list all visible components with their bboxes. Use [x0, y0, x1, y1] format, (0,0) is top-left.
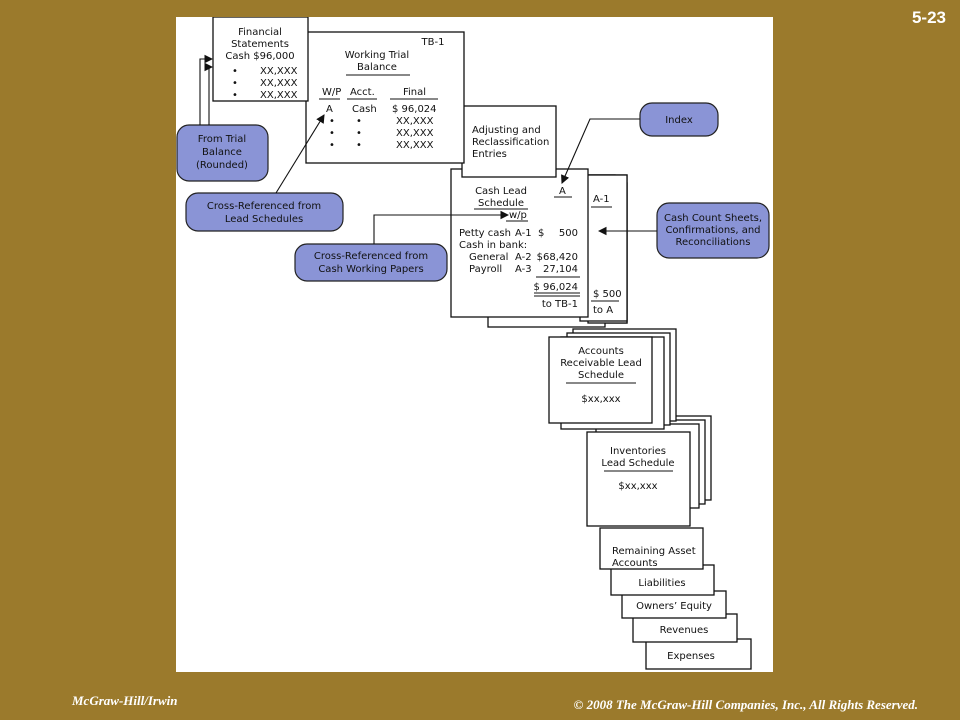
wtb-ref: TB-1 [421, 37, 445, 48]
wtb-col-final: Final [403, 87, 426, 98]
expenses-label: Expenses [667, 651, 715, 662]
general-amount: $68,420 [537, 252, 578, 263]
callout-cash-count-line2: Confirmations, and [665, 225, 760, 236]
callout-from-trial-line1: From Trial [198, 134, 246, 145]
callout-cross-ref-lead: Cross-Referenced from Lead Schedules [185, 192, 344, 232]
wtb-bullet: • [356, 116, 362, 127]
inventories-stack: Inventories Lead Schedule $xx,xxx [586, 415, 712, 527]
wtb-bullet: • [356, 128, 362, 139]
adjusting-entries-sheet: Adjusting and Reclassification Entries [461, 105, 557, 178]
petty-cash-label: Petty cash [459, 228, 511, 239]
callout-from-trial-line2: Balance [202, 147, 242, 158]
arrow-lead-to-wtb [275, 114, 325, 194]
wtb-bullet: • [329, 140, 335, 151]
owners-equity-label: Owners’ Equity [636, 601, 712, 612]
a1-ref: A-1 [593, 194, 610, 205]
fs-bullet: • [232, 66, 238, 77]
remaining-assets-line2: Accounts [612, 558, 658, 569]
footer-copyright: © 2008 The McGraw-Hill Companies, Inc., … [573, 697, 918, 712]
wtb-col-wp: W/P [322, 87, 341, 98]
callout-from-trial-line3: (Rounded) [196, 160, 248, 171]
general-label: General [469, 252, 508, 263]
inventories-line1: Inventories [610, 446, 666, 457]
petty-cash-amount: 500 [559, 228, 578, 239]
diagram-panel: Expenses Revenues Owners’ Equity Liabili… [176, 17, 773, 672]
cash-lead-total: $ 96,024 [533, 282, 578, 293]
liabilities-label: Liabilities [638, 578, 685, 589]
payroll-ref: A-3 [515, 264, 532, 275]
remaining-assets-sheet: Remaining Asset Accounts [599, 527, 704, 570]
adjusting-line1: Adjusting and [472, 125, 541, 136]
fs-bullet: • [232, 90, 238, 101]
adjusting-line3: Entries [472, 149, 507, 160]
arrow-trial-to-fs [199, 54, 214, 125]
wtb-bullet: • [356, 140, 362, 151]
cash-lead-title2: Schedule [478, 198, 524, 209]
general-ref: A-2 [515, 252, 532, 263]
payroll-amount: 27,104 [543, 264, 578, 275]
callout-cross-cash-line1: Cross-Referenced from [314, 251, 428, 262]
payroll-label: Payroll [469, 264, 502, 275]
wtb-row1-acct: Cash [352, 104, 377, 115]
petty-cash-currency: $ [538, 228, 544, 239]
a1-amount: $ 500 [593, 289, 622, 300]
fs-row2: XX,XXX [260, 78, 298, 89]
remaining-assets-line1: Remaining Asset [612, 546, 696, 557]
inventories-amount: $xx,xxx [618, 481, 657, 492]
cash-lead-to-ref: to TB-1 [542, 299, 578, 310]
expenses-sheet: Expenses [645, 638, 752, 670]
fs-row1: XX,XXX [260, 66, 298, 77]
slide-number: 5-23 [911, 8, 946, 27]
petty-cash-ref: A-1 [515, 228, 532, 239]
cash-lead-title1: Cash Lead [475, 186, 527, 197]
callout-from-trial-balance: From Trial Balance (Rounded) [176, 124, 269, 182]
wtb-row1-final: $ 96,024 [392, 104, 437, 115]
fs-row3: XX,XXX [260, 90, 298, 101]
audit-working-papers-diagram: Expenses Revenues Owners’ Equity Liabili… [176, 17, 770, 670]
footer-publisher: McGraw-Hill/Irwin [72, 693, 178, 708]
callout-cash-count: Cash Count Sheets, Confirmations, and Re… [656, 202, 770, 259]
arrow-trial-to-fs-2 [204, 62, 214, 125]
a1-to-ref: to A [593, 305, 613, 316]
wtb-row4: XX,XXX [396, 140, 434, 151]
arrow-index-to-ref [561, 118, 640, 185]
fs-bullet: • [232, 78, 238, 89]
accounts-receivable-amount: $xx,xxx [581, 394, 620, 405]
callout-cross-lead-line2: Lead Schedules [225, 214, 303, 225]
accounts-receivable-line3: Schedule [578, 370, 624, 381]
callout-cross-cash-line2: Cash Working Papers [318, 264, 423, 275]
wtb-col-acct: Acct. [350, 87, 375, 98]
accounts-receivable-stack: Accounts Receivable Lead Schedule $xx,xx… [548, 328, 677, 430]
wtb-row1-wp: A [326, 104, 333, 115]
fs-title2: Statements [231, 39, 289, 50]
wtb-row3: XX,XXX [396, 128, 434, 139]
callout-cross-lead-line1: Cross-Referenced from [207, 201, 321, 212]
wtb-bullet: • [329, 128, 335, 139]
working-trial-balance: TB-1 Working Trial Balance W/P Acct. Fin… [305, 31, 465, 164]
financial-statements: Financial Statements Cash $96,000 • XX,X… [212, 17, 309, 102]
wtb-title2: Balance [357, 62, 397, 73]
fs-cash: Cash $96,000 [225, 51, 294, 62]
accounts-receivable-line2: Receivable Lead [560, 358, 642, 369]
cash-lead-ref: A [559, 186, 566, 197]
wtb-bullet: • [329, 116, 335, 127]
wtb-title1: Working Trial [345, 50, 409, 61]
callout-index-label: Index [665, 115, 693, 126]
callout-index: Index [639, 102, 719, 137]
wtb-row2: XX,XXX [396, 116, 434, 127]
accounts-receivable-line1: Accounts [578, 346, 624, 357]
revenues-label: Revenues [660, 625, 709, 636]
callout-cash-count-line3: Reconciliations [676, 237, 751, 248]
cash-lead-wp: w/p [509, 210, 527, 221]
fs-title1: Financial [238, 27, 282, 38]
callout-cross-ref-cash: Cross-Referenced from Cash Working Paper… [294, 243, 448, 282]
cash-in-bank-label: Cash in bank: [459, 240, 527, 251]
revenues-sheet: Revenues [632, 613, 738, 643]
arrow-cash-to-lead [373, 210, 510, 244]
cash-lead-schedule: Cash Lead Schedule A w/p Petty cash A-1 … [450, 168, 589, 318]
adjusting-line2: Reclassification [472, 137, 549, 148]
callout-cash-count-line1: Cash Count Sheets, [664, 213, 762, 224]
inventories-line2: Lead Schedule [601, 458, 674, 469]
